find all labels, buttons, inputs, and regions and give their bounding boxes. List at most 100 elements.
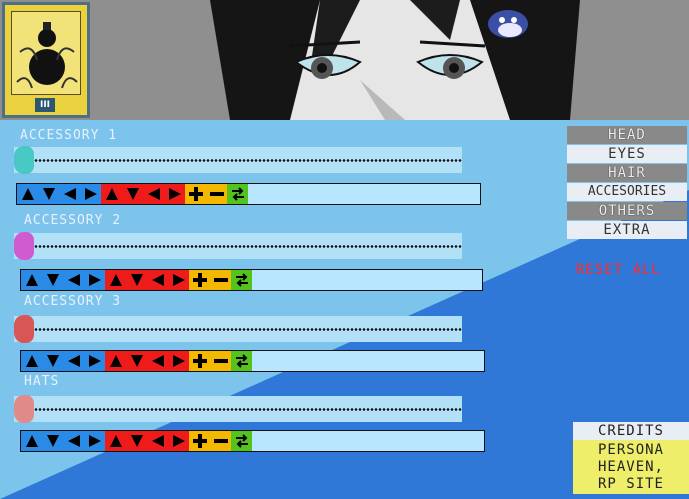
move-left-button[interactable] (63, 270, 84, 290)
hats-slider[interactable] (14, 395, 462, 423)
slider-dots (14, 245, 462, 248)
accessory-1-slider-thumb[interactable] (14, 146, 34, 174)
swap-arrows-icon (235, 434, 248, 448)
credits-button[interactable]: CREDITS (573, 422, 689, 440)
accessory-2-slider[interactable] (14, 232, 462, 260)
fine-right-button[interactable] (168, 431, 189, 451)
nav-hair[interactable]: HAIR (567, 164, 687, 182)
scale-up-button[interactable] (189, 270, 210, 290)
triangle-right-icon (88, 274, 101, 286)
plus-icon (192, 434, 207, 448)
triangle-left-icon (63, 188, 76, 200)
triangle-down-icon (130, 274, 143, 286)
triangle-left-icon (151, 355, 164, 367)
fine-down-button[interactable] (126, 431, 147, 451)
move-right-button[interactable] (84, 431, 105, 451)
rp-site-line-1: PERSONA (597, 442, 664, 458)
fine-left-button[interactable] (147, 351, 168, 371)
move-right-button[interactable] (84, 351, 105, 371)
accessory-1-slider[interactable] (14, 146, 462, 174)
triangle-up-icon (25, 274, 38, 286)
scale-up-button[interactable] (189, 431, 210, 451)
nav-head[interactable]: HEAD (567, 126, 687, 144)
move-down-button[interactable] (42, 270, 63, 290)
move-down-button[interactable] (42, 431, 63, 451)
triangle-down-icon (46, 435, 59, 447)
slider-dots (14, 159, 462, 162)
fine-right-button[interactable] (168, 270, 189, 290)
swap-button[interactable] (231, 431, 252, 451)
nav-extra[interactable]: EXTRA (567, 221, 687, 239)
triangle-down-icon (46, 274, 59, 286)
move-up-button[interactable] (21, 351, 42, 371)
triangle-up-icon (109, 435, 122, 447)
scale-up-button[interactable] (185, 184, 206, 204)
triangle-down-icon (130, 355, 143, 367)
rp-site-link[interactable]: PERSONA HEAVEN, RP SITE (573, 440, 689, 494)
triangle-right-icon (88, 355, 101, 367)
swap-button[interactable] (227, 184, 248, 204)
scale-up-button[interactable] (189, 351, 210, 371)
fine-down-button[interactable] (126, 270, 147, 290)
move-up-button[interactable] (21, 431, 42, 451)
tarot-emblem-icon (16, 22, 78, 89)
hair-clip-icon (488, 10, 528, 38)
accessory-3-slider-thumb[interactable] (14, 315, 34, 343)
triangle-right-icon (172, 435, 185, 447)
fine-left-button[interactable] (147, 270, 168, 290)
triangle-left-icon (67, 355, 80, 367)
fine-left-button[interactable] (143, 184, 164, 204)
triangle-down-icon (126, 188, 139, 200)
triangle-up-icon (109, 274, 122, 286)
accessory-2-slider-thumb[interactable] (14, 232, 34, 260)
move-left-button[interactable] (63, 431, 84, 451)
triangle-right-icon (84, 188, 97, 200)
section-label-accessory-2: ACCESSORY 2 (24, 213, 122, 228)
tarot-card: III (2, 2, 90, 118)
triangle-left-icon (147, 188, 160, 200)
plus-icon (192, 354, 207, 368)
move-up-button[interactable] (21, 270, 42, 290)
section-label-hats: HATS (24, 374, 60, 389)
triangle-right-icon (172, 355, 185, 367)
section-label-accessory-1: ACCESSORY 1 (20, 128, 118, 143)
slider-dots (14, 408, 462, 411)
hats-slider-thumb[interactable] (14, 395, 34, 423)
accessory-3-slider[interactable] (14, 315, 462, 343)
fine-down-button[interactable] (126, 351, 147, 371)
scale-down-button[interactable] (210, 270, 231, 290)
fine-up-button[interactable] (105, 270, 126, 290)
fine-down-button[interactable] (122, 184, 143, 204)
triangle-left-icon (151, 274, 164, 286)
move-right-button[interactable] (80, 184, 101, 204)
swap-arrows-icon (235, 273, 248, 287)
move-right-button[interactable] (84, 270, 105, 290)
triangle-down-icon (130, 435, 143, 447)
fine-up-button[interactable] (101, 184, 122, 204)
fine-up-button[interactable] (105, 431, 126, 451)
swap-arrows-icon (231, 187, 244, 201)
plus-icon (188, 187, 203, 201)
triangle-up-icon (21, 188, 34, 200)
fine-right-button[interactable] (164, 184, 185, 204)
scale-down-button[interactable] (210, 431, 231, 451)
swap-button[interactable] (231, 351, 252, 371)
fine-up-button[interactable] (105, 351, 126, 371)
move-down-button[interactable] (38, 184, 59, 204)
scale-down-button[interactable] (210, 351, 231, 371)
move-down-button[interactable] (42, 351, 63, 371)
tarot-numeral: III (35, 98, 55, 112)
swap-button[interactable] (231, 270, 252, 290)
nav-others[interactable]: OTHERS (567, 202, 687, 220)
nav-eyes[interactable]: EYES (567, 145, 687, 163)
triangle-left-icon (67, 274, 80, 286)
nav-accessories[interactable]: ACCESORIES (567, 183, 687, 201)
scale-down-button[interactable] (206, 184, 227, 204)
fine-left-button[interactable] (147, 431, 168, 451)
reset-all-button[interactable]: RESET ALL (576, 262, 661, 278)
fine-right-button[interactable] (168, 351, 189, 371)
move-left-button[interactable] (63, 351, 84, 371)
move-left-button[interactable] (59, 184, 80, 204)
rp-site-line-3: RP SITE (597, 476, 664, 492)
move-up-button[interactable] (17, 184, 38, 204)
